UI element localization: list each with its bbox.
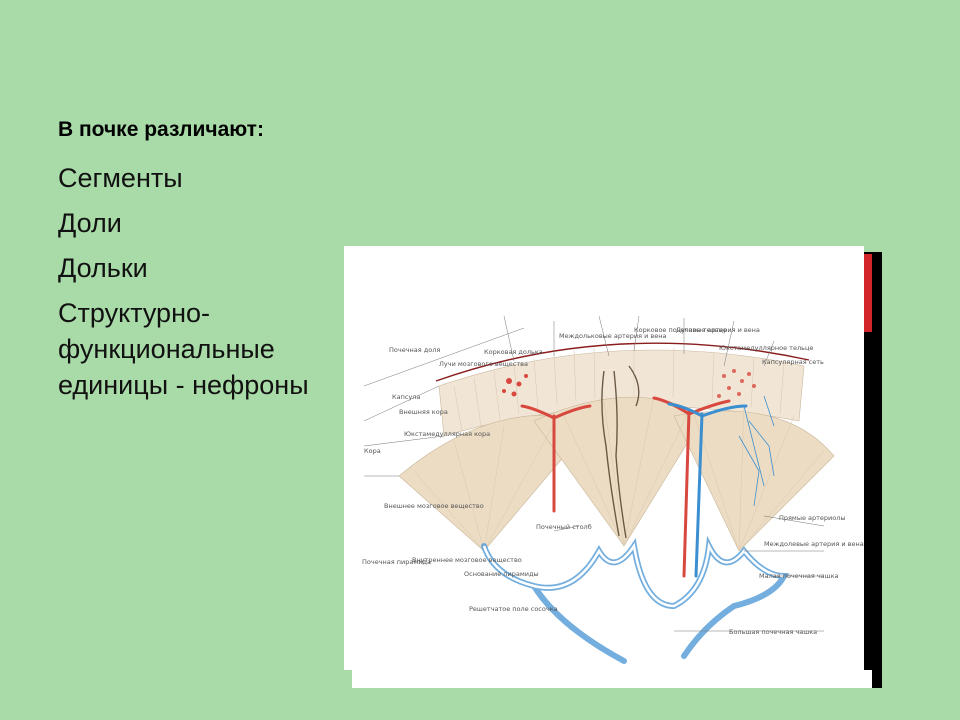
label-inner-medulla: Внутреннее мозговое вещество — [412, 556, 522, 564]
label-pyramid-base: Основание пирамиды — [464, 570, 539, 578]
figure-frame: Почечная доля Корковая долька Лучи мозго… — [344, 246, 884, 690]
calyx-system — [481, 535, 789, 664]
label-cribriform: Решетчатое поле сосочка — [469, 605, 558, 613]
capillary-network — [717, 369, 756, 398]
bullet-list: Сегменты Доли Дольки Структурно-функцион… — [58, 160, 328, 412]
label-vasa-recta: Прямые артериолы — [779, 514, 846, 522]
label-outer-medulla: Внешнее мозговое вещество — [384, 502, 484, 510]
label-cortical-nephron: Корковое почечное тельце — [634, 326, 727, 334]
glomeruli-left — [502, 374, 528, 397]
label-capsule-network: Капсулярная сеть — [762, 358, 824, 366]
vein-right — [667, 402, 748, 578]
nephron-middle — [601, 365, 640, 539]
bullet-lobes: Доли — [58, 208, 122, 238]
bullet-lobules: Дольки — [58, 253, 148, 283]
label-major-calyx: Большая почечная чашка — [729, 628, 817, 636]
kidney-structure-diagram: Почечная доля Корковая долька Лучи мозго… — [344, 246, 864, 670]
bullet-segments: Сегменты — [58, 163, 183, 193]
label-interlobular-vessels: Междольковые артерия и вена — [559, 332, 666, 340]
label-juxta-cortex: Юкстамедуллярная кора — [404, 430, 490, 438]
label-cortical-lobule: Корковая долька — [484, 348, 543, 356]
pyramid-right — [673, 410, 835, 552]
venous-network — [738, 395, 775, 507]
leader-lines — [363, 315, 825, 632]
label-capsule: Капсула — [392, 393, 420, 401]
label-interlobar: Междолевые артерия и вена — [764, 540, 864, 548]
artery-left — [520, 404, 592, 513]
slide-title: В почке различают: — [58, 118, 264, 141]
frame-bottom — [352, 670, 872, 688]
bullet-nephrons: Структурно-функциональные единицы - нефр… — [58, 298, 309, 400]
label-medullary-rays: Лучи мозгового вещества — [439, 360, 528, 368]
cortex-band — [438, 349, 805, 437]
label-pyramid: Почечная пирамида — [362, 558, 431, 566]
label-cortex: Кора — [364, 447, 381, 455]
label-renal-lobe: Почечная доля — [389, 346, 440, 354]
frame-accent — [862, 254, 872, 332]
cortex-striations — [453, 345, 785, 432]
label-inner-cortex: Внешняя кора — [399, 408, 448, 416]
calyx-inner — [482, 541, 785, 608]
frame-shadow — [864, 252, 882, 688]
label-juxtamedullary: Юкстамедуллярное тельце — [719, 344, 813, 352]
label-renal-column: Почечный столб — [536, 523, 592, 531]
label-arcuate: Дуговые артерия и вена — [676, 326, 760, 334]
label-minor-calyx: Малая почечная чашка — [759, 572, 839, 580]
capsule-line — [435, 342, 810, 382]
